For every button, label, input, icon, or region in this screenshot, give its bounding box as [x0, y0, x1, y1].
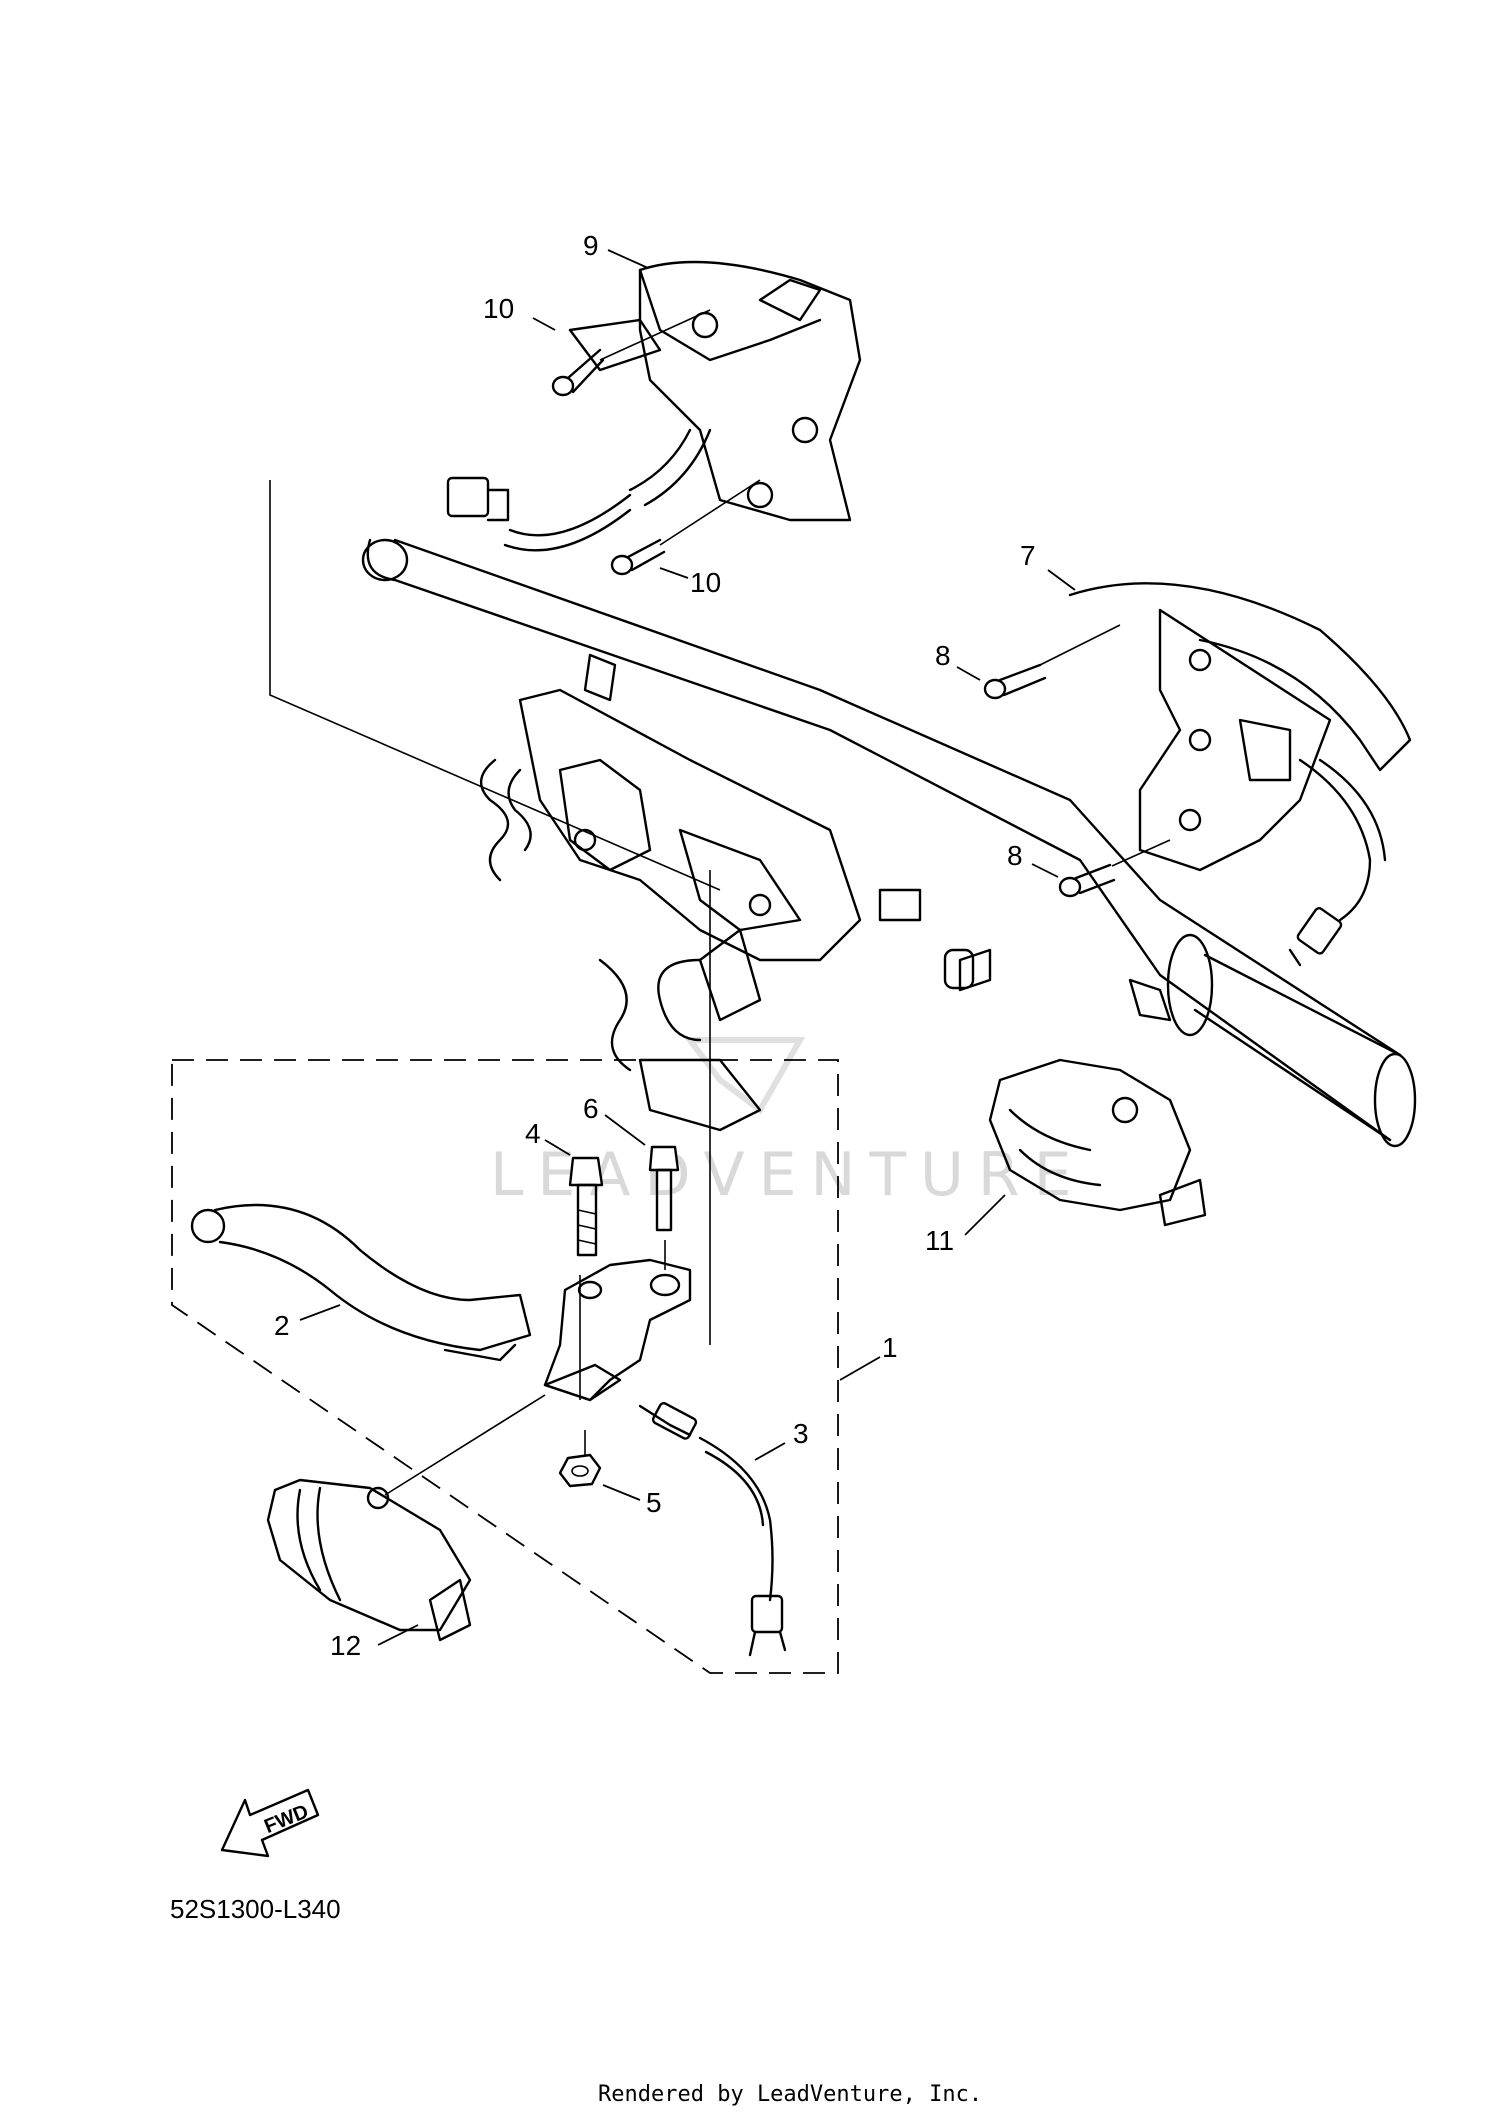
part-8-screw-lower — [1058, 863, 1116, 898]
leader-7 — [1047, 569, 1076, 591]
callout-10-lower: 10 — [690, 567, 721, 598]
callout-12: 12 — [330, 1630, 361, 1661]
guide-line — [1039, 624, 1121, 666]
fwd-arrow-icon: FWD — [220, 1788, 320, 1858]
part-10-screw-lower — [610, 538, 666, 576]
guide-line — [269, 480, 721, 891]
part-9-switch-cover — [446, 260, 862, 552]
callout-8-lower: 8 — [1007, 840, 1023, 871]
part-12-grip-switch — [266, 1478, 472, 1642]
callout-3: 3 — [793, 1418, 809, 1449]
callout-9: 9 — [583, 230, 599, 261]
part-11-grip-switch — [988, 1058, 1207, 1227]
leader-10-upper — [532, 317, 556, 331]
lever-bracket — [543, 1258, 692, 1402]
callout-1: 1 — [882, 1332, 898, 1363]
leader-4 — [544, 1139, 571, 1156]
watermark-logo — [684, 1037, 806, 1115]
leader-8-lower — [1031, 863, 1059, 878]
part-4-bolt — [568, 1156, 604, 1257]
callout-6: 6 — [583, 1093, 599, 1124]
part-10-screw-upper — [551, 348, 605, 397]
leader-10-lower — [659, 567, 689, 579]
leader-5 — [602, 1484, 641, 1501]
callout-4: 4 — [525, 1118, 541, 1149]
callout-8-upper: 8 — [935, 640, 951, 671]
callout-2: 2 — [274, 1310, 290, 1341]
guide-line — [599, 309, 711, 361]
leader-2 — [299, 1304, 341, 1321]
callout-11: 11 — [925, 1225, 954, 1256]
part-7-switch-housing — [1068, 582, 1412, 967]
part-5-nut — [558, 1453, 602, 1488]
part-6-screw — [648, 1145, 680, 1232]
leader-12 — [377, 1624, 419, 1646]
footer-credit: Rendered by LeadVenture, Inc. — [598, 2082, 982, 2107]
handlebar-bracket — [480, 653, 922, 1132]
leader-1 — [839, 1356, 881, 1381]
part-2-lever — [190, 1203, 532, 1362]
diagram-code: 52S1300-L340 — [170, 1894, 341, 1924]
guide-line — [659, 479, 761, 546]
handlebar — [361, 538, 1417, 1148]
leader-6 — [604, 1114, 646, 1146]
leader-3 — [754, 1442, 786, 1461]
assembly-group-outline — [171, 1059, 839, 1674]
callout-10-upper: 10 — [483, 293, 514, 324]
part-3-switch-cable — [638, 1401, 787, 1657]
part-8-screw-upper — [983, 663, 1047, 700]
callout-5: 5 — [646, 1487, 662, 1518]
guide-line — [1111, 839, 1171, 867]
leader-8-upper — [956, 666, 981, 681]
guide-line — [384, 1394, 546, 1496]
leader-9 — [607, 249, 649, 269]
callout-7: 7 — [1020, 540, 1036, 571]
leader-11 — [964, 1194, 1006, 1236]
